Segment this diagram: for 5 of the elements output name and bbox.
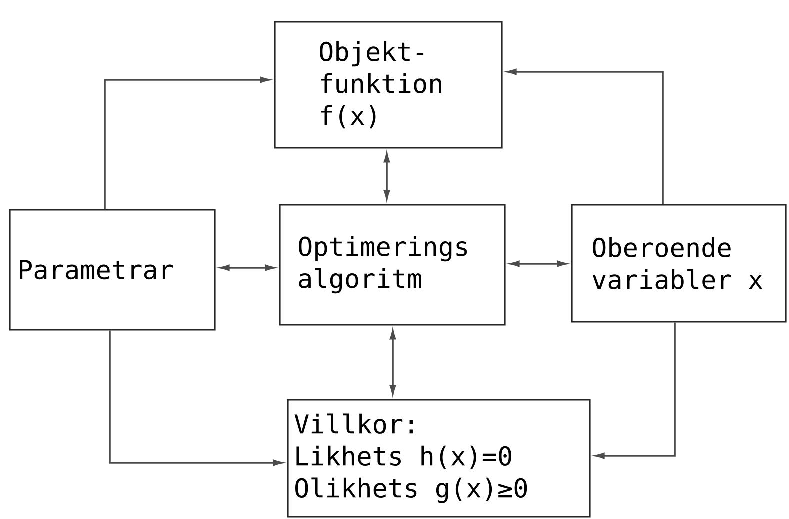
process-box: Optimerings algoritm xyxy=(279,204,506,326)
process-box: Oberoende variabler x xyxy=(571,204,787,323)
process-box: Villkor: Likhets h(x)=0 Olikhets g(x)≥0 xyxy=(287,399,591,518)
process-box: Parametrar xyxy=(9,209,216,331)
process-box: Objekt- funktion f(x) xyxy=(274,21,503,149)
